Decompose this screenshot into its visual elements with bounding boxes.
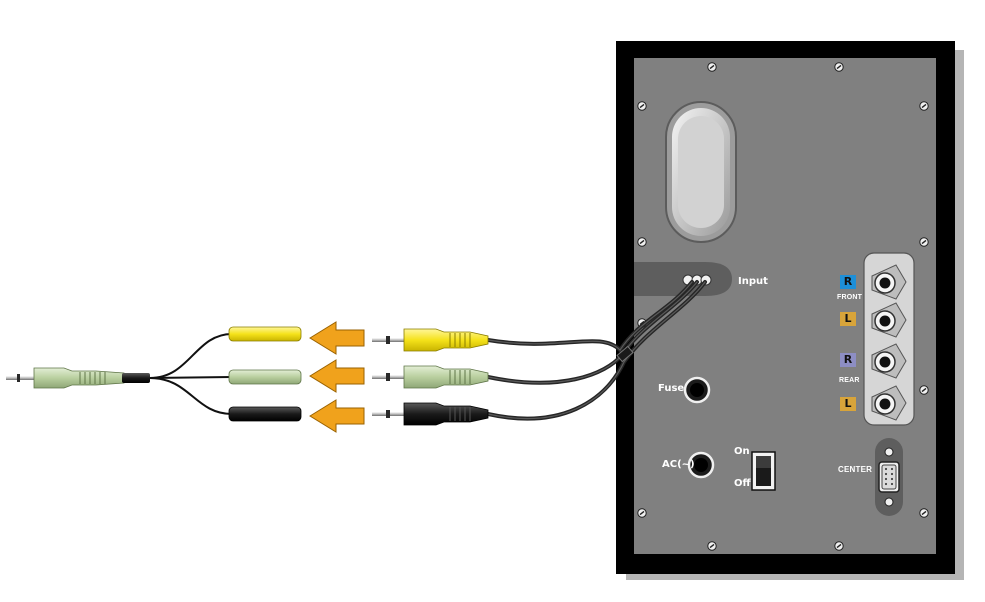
jack-socket-black xyxy=(228,406,302,422)
splitter-wires xyxy=(149,333,233,415)
plug-black xyxy=(372,402,489,426)
cable-tie xyxy=(616,345,634,363)
arrow-yellow xyxy=(309,321,365,355)
rear-r-badge: R xyxy=(840,353,856,367)
input-cables xyxy=(486,280,707,421)
bass-port xyxy=(665,101,737,243)
input-label: Input xyxy=(738,276,768,287)
front-label: FRONT xyxy=(837,294,863,301)
arrow-black xyxy=(309,399,365,433)
ac-power-socket[interactable] xyxy=(687,451,715,479)
arrow-green xyxy=(309,359,365,393)
rear-label: REAR xyxy=(839,377,860,384)
fuse-holder[interactable] xyxy=(683,376,711,404)
jack-socket-green xyxy=(228,369,302,385)
rca-jack-front-l[interactable] xyxy=(871,302,907,338)
jack-socket-yellow xyxy=(228,326,302,342)
fuse-label: Fuse xyxy=(658,383,685,394)
switch-off-label: Off xyxy=(734,478,751,489)
plug-green xyxy=(372,365,489,389)
plug-yellow xyxy=(372,328,489,352)
center-label: CENTER xyxy=(838,465,873,474)
rca-jack-rear-l[interactable] xyxy=(871,385,907,421)
center-output-connector[interactable] xyxy=(875,438,903,516)
speaker-back-panel xyxy=(616,41,964,580)
front-l-badge: L xyxy=(840,312,856,326)
ac-label: AC(~) xyxy=(662,459,695,470)
power-switch[interactable] xyxy=(751,451,776,491)
rca-input-plate xyxy=(863,252,915,426)
splitter-plug-green xyxy=(6,367,150,389)
switch-on-label: On xyxy=(734,446,750,457)
rca-jack-rear-r[interactable] xyxy=(871,343,907,379)
front-r-badge: R xyxy=(840,275,856,289)
rear-l-badge: L xyxy=(840,397,856,411)
rca-jack-front-r[interactable] xyxy=(871,264,907,300)
